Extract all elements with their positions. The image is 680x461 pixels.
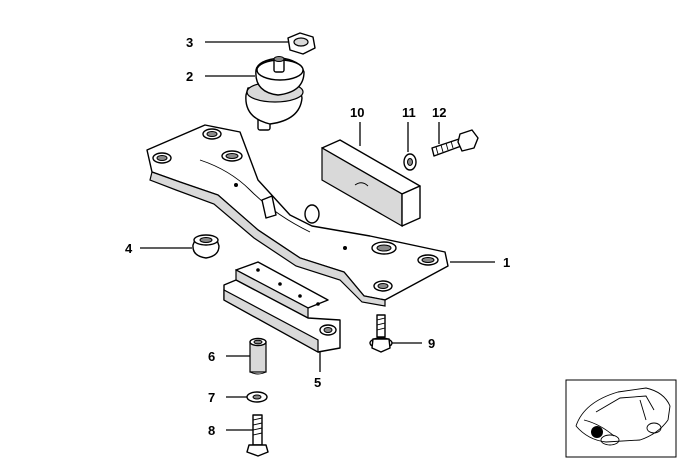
rubber-mount-icon[interactable] (245, 56, 305, 131)
callout-12[interactable]: 12 (432, 105, 446, 120)
spacer-sleeve-icon[interactable] (249, 337, 267, 375)
callout-9[interactable]: 9 (428, 336, 435, 351)
location-marker-icon (591, 426, 603, 438)
transmission-crossmember-icon[interactable] (146, 124, 449, 307)
bolt-icon[interactable] (431, 129, 479, 157)
rivet-icon (343, 246, 347, 250)
callout-5[interactable]: 5 (314, 375, 321, 390)
damper-block-icon[interactable] (321, 139, 421, 228)
rivet-icon (234, 183, 238, 187)
washer-icon[interactable] (403, 153, 417, 171)
callout-8[interactable]: 8 (208, 423, 215, 438)
callout-4[interactable]: 4 (125, 241, 133, 256)
callout-3[interactable]: 3 (186, 35, 193, 50)
flange-bolt-icon[interactable] (369, 314, 393, 353)
callout-2[interactable]: 2 (186, 69, 193, 84)
callout-6[interactable]: 6 (208, 349, 215, 364)
car-location-thumbnail-icon (565, 379, 677, 458)
bolt-icon[interactable] (246, 414, 269, 457)
collar-nut-icon[interactable] (192, 234, 220, 259)
callout-7[interactable]: 7 (208, 390, 215, 405)
washer-icon[interactable] (246, 391, 268, 403)
bracket-icon[interactable] (223, 261, 341, 354)
callout-10[interactable]: 10 (350, 105, 364, 120)
hex-nut-icon[interactable] (287, 32, 316, 55)
callout-11[interactable]: 11 (402, 105, 416, 120)
callout-1[interactable]: 1 (503, 255, 510, 270)
